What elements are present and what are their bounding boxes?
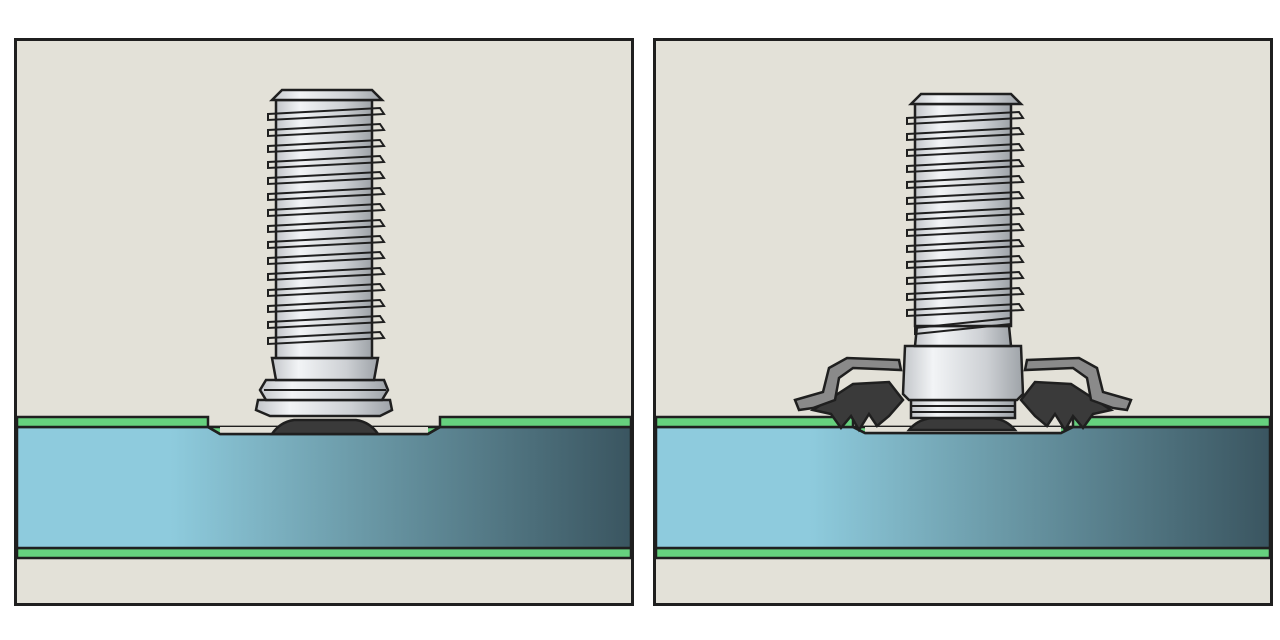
collar-left: [793, 356, 903, 412]
diagram-before: [14, 38, 634, 606]
substrate: [15, 425, 633, 550]
panel-before-installation: [14, 38, 634, 606]
panel-after-installation: [653, 38, 1273, 606]
stud: [254, 88, 394, 418]
swaged-material-left: [809, 380, 905, 433]
stud: [901, 92, 1025, 420]
collar-right: [1023, 356, 1133, 412]
bottom-copper-layer: [654, 546, 1272, 560]
substrate: [654, 425, 1272, 550]
bottom-copper-layer: [15, 546, 633, 560]
diagram-after: [653, 38, 1273, 606]
swaged-material-right: [1019, 380, 1115, 433]
knurl-base: [269, 418, 381, 436]
knurl-base: [906, 416, 1018, 432]
